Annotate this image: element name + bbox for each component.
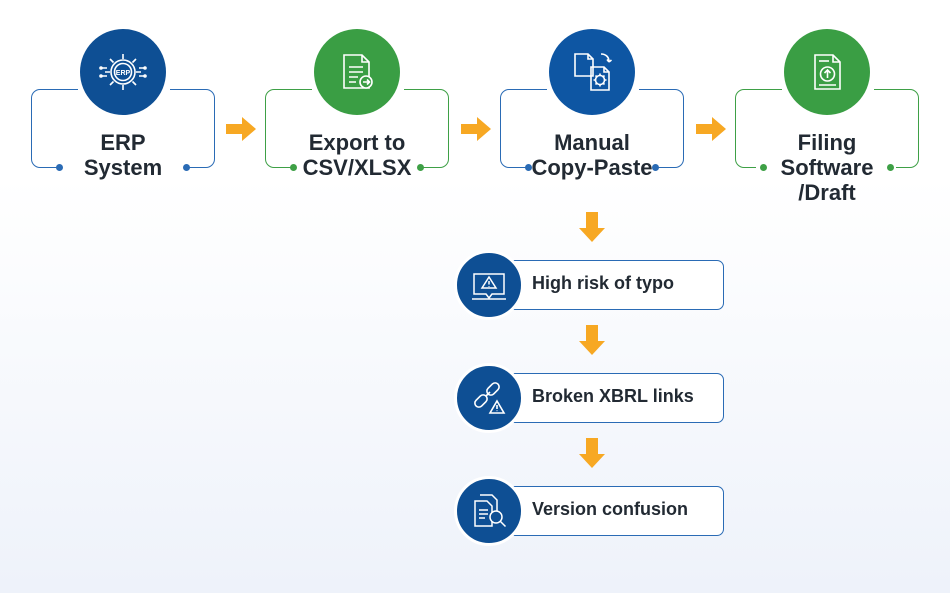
flow-arrow-down [579,325,605,355]
step-label-erp: ERP System [83,130,163,180]
step-label-filing: Filing Software /Draft [780,130,874,205]
erp-gear-icon: ERP [80,29,166,115]
flow-arrow-down [579,438,605,468]
warning-document-icon [454,250,524,320]
copy-paste-icon [549,29,635,115]
document-search-icon [454,476,524,546]
risk-item-version: Version confusion [454,476,724,546]
step-label-copy-paste: Manual Copy-Paste [531,130,653,180]
export-document-icon [314,29,400,115]
svg-text:ERP: ERP [116,70,131,77]
upload-file-icon [784,29,870,115]
flow-arrow-right [461,117,491,141]
risk-item-xbrl: Broken XBRL links [454,363,724,433]
risk-label: Broken XBRL links [532,386,694,406]
risk-label: Version confusion [532,499,689,519]
risk-item-typo: High risk of typo [454,250,724,320]
flow-arrow-down [579,212,605,242]
risk-label: High risk of typo [532,273,675,293]
broken-link-icon [454,363,524,433]
flow-arrow-right [226,117,256,141]
step-label-export: Export to CSV/XLSX [302,130,412,180]
flow-arrow-right [696,117,726,141]
